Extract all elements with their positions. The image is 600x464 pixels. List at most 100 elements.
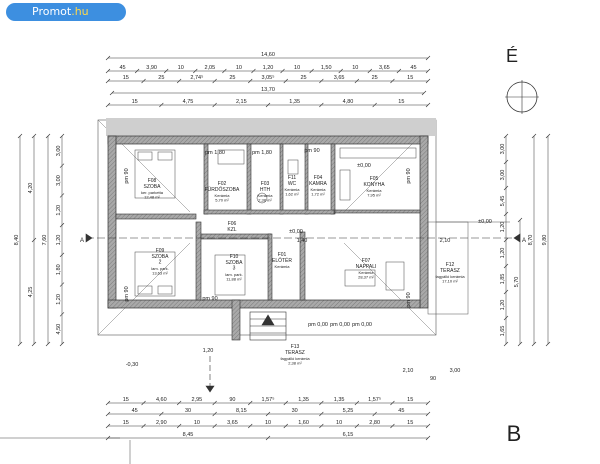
dim-top-row: 2,15	[236, 99, 247, 105]
dim-right: 9,80	[542, 235, 548, 246]
room-name: HTH	[260, 187, 271, 193]
dim-bottom-row: 1,35	[334, 397, 345, 403]
room-name: KAMRA	[309, 181, 327, 187]
dim-top-row: 10	[178, 65, 184, 71]
window-tag: pm 90	[124, 168, 130, 183]
entry-stairs	[249, 311, 287, 341]
room-id: F13	[291, 344, 300, 350]
level-mark: 1,20	[203, 348, 214, 354]
dim-left: 4,20	[28, 183, 34, 194]
window-tag: pm 90	[406, 292, 412, 307]
dim-right: 1,85	[500, 274, 506, 285]
room-id: F07	[362, 258, 371, 264]
window-tag: pm 1,80	[252, 150, 272, 156]
promot-logo-badge[interactable]: Promot.hu	[6, 3, 126, 21]
dim-bottom-row: 8,15	[236, 408, 247, 414]
dim-left: 3,00	[56, 175, 62, 186]
window-tag: pm 0,00	[352, 322, 372, 328]
level-mark: 2,10	[403, 368, 414, 374]
room-name: TERASZ	[285, 350, 305, 356]
room-id: F01	[278, 252, 287, 258]
window-tag: pm 90	[406, 168, 412, 183]
dim-bottom-row: 45	[398, 408, 404, 414]
dim-bottom-row: 2,95	[192, 397, 203, 403]
room-name: KONYHA	[363, 182, 385, 188]
dim-top-row: 1,35	[289, 99, 300, 105]
dim-left: 4,25	[28, 287, 34, 298]
window-tag: pm 1,80	[205, 150, 225, 156]
dim-bottom-row: 15	[407, 397, 413, 403]
room-info: lam. park.13,63 m²	[151, 266, 169, 275]
dim-top-row: 2,74⁵	[190, 74, 203, 81]
north-label: É	[506, 46, 518, 66]
dim-top-row: 1,20	[263, 65, 274, 71]
dim-left: 4,50	[56, 324, 62, 335]
level-mark: 2,10	[440, 238, 451, 244]
dim-bottom-row: 15	[407, 420, 413, 426]
dim-bottom-row: 1,57⁵	[262, 396, 275, 403]
dim-right: 8,70	[528, 235, 534, 246]
dim-right: 1,65	[500, 326, 506, 337]
window-tag: pm 0,00	[308, 322, 328, 328]
dim-top-row: 45	[410, 65, 416, 71]
dim-bottom-row: 15	[123, 397, 129, 403]
window-tag: pm 90	[124, 286, 130, 301]
level-mark: -0,30	[126, 362, 139, 368]
brand-name: Promot	[32, 5, 72, 18]
room-info: Kerámia	[275, 264, 291, 269]
dim-bottom-row: 10	[194, 420, 200, 426]
dim-top-row: 25	[158, 75, 164, 81]
dim-right: 5,70	[514, 277, 520, 288]
roof-shadow	[106, 118, 436, 136]
room-id: F11	[288, 175, 296, 181]
dim-top-row: 15	[123, 75, 129, 81]
dim-bottom-row: 4,60	[156, 397, 167, 403]
room-id: F10	[230, 254, 239, 260]
exterior-walls	[107, 135, 429, 309]
room-id: F06	[228, 221, 237, 227]
dim-top-row: 25	[300, 75, 306, 81]
dim-bottom-row: 3,65	[227, 420, 238, 426]
section-a-right-label: A	[522, 238, 526, 244]
section-lines	[85, 233, 521, 393]
dim-bottom-row: 10	[336, 420, 342, 426]
dim-bottom-row: 30	[185, 408, 191, 414]
dim-top-row: 25	[372, 75, 378, 81]
dim-top-row: 45	[119, 65, 125, 71]
north-arrow	[505, 80, 539, 114]
dim-right: 1,20	[500, 300, 506, 311]
room-id: F03	[261, 181, 270, 187]
dim-top-row: 15	[398, 99, 404, 105]
dim-bottom-row: 6,15	[343, 432, 354, 438]
dim-left: 1,20	[56, 205, 62, 216]
dim-right: 3,00	[500, 144, 506, 155]
dim-left: 3,00	[56, 145, 62, 156]
room-id: F09	[156, 248, 165, 254]
section-b-label: B	[507, 421, 522, 446]
dim-top-row: 10	[236, 65, 242, 71]
dim-top-row: 4,75	[183, 99, 194, 105]
dim-top-row: 3,05⁵	[262, 74, 275, 81]
dim-right: 1,20	[500, 222, 506, 233]
room-name: SZOBA	[144, 184, 162, 190]
window-tag: pm 90	[304, 148, 319, 154]
dim-top-row: 3,65	[334, 75, 345, 81]
